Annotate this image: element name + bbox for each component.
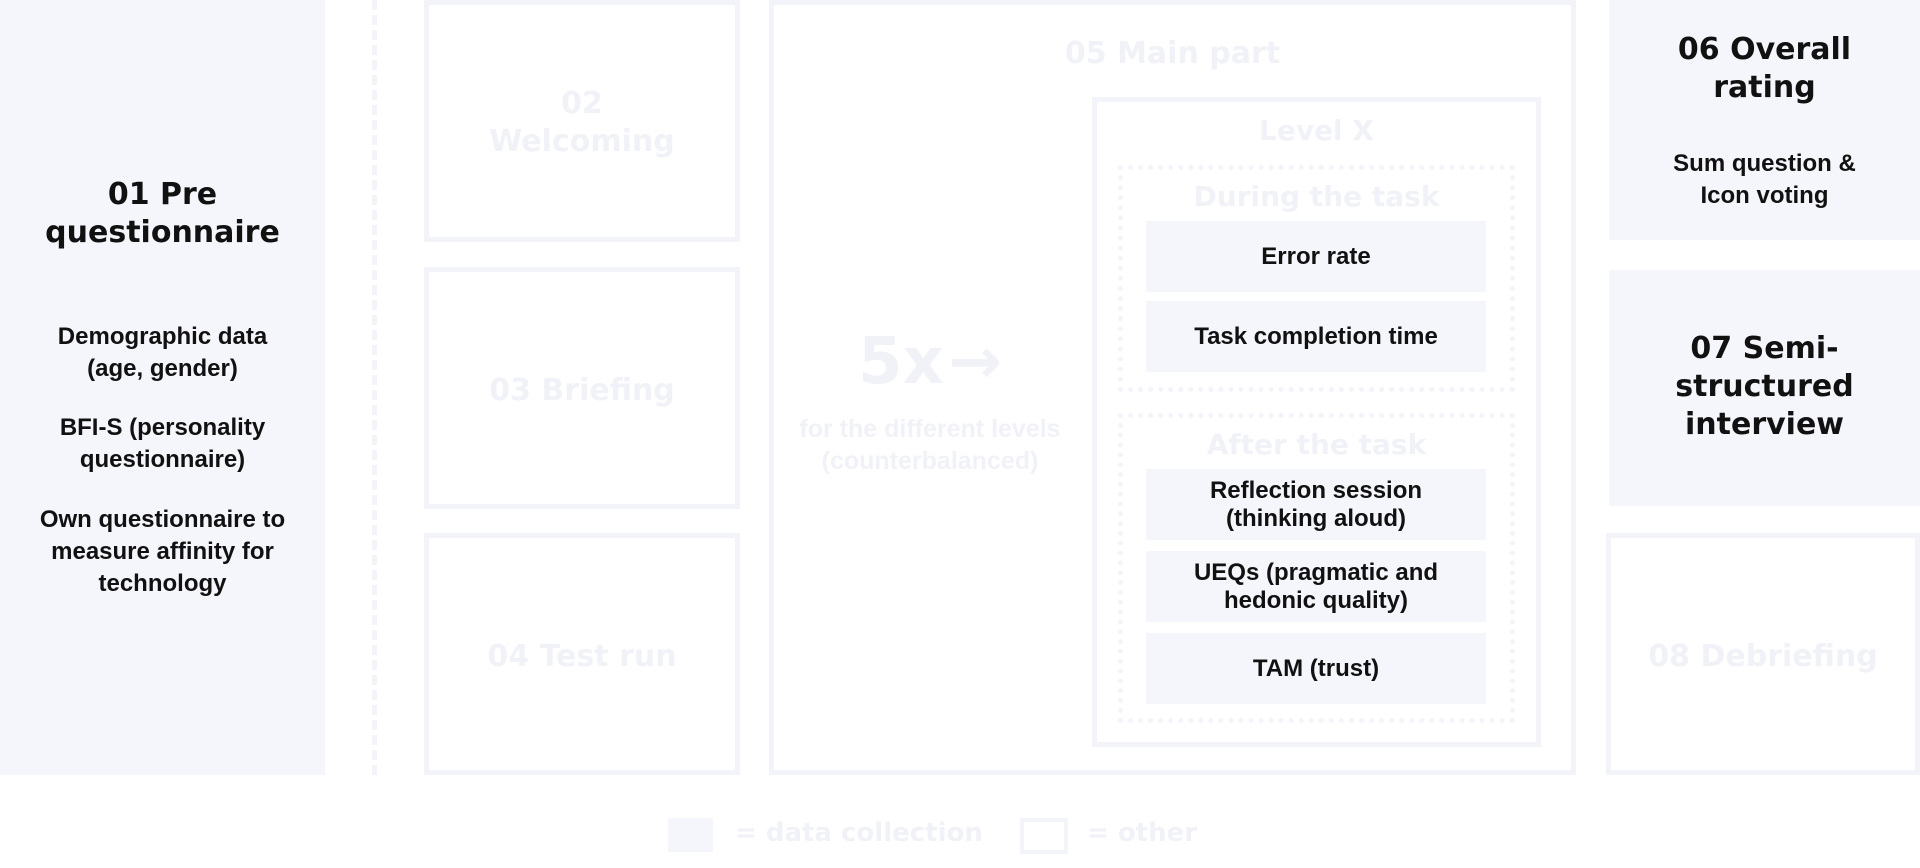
legend-label-data-collection: = data collection [735,818,983,848]
step-title: 06 Overall rating [1677,32,1852,105]
step-debriefing: 08 Debriefing [1606,533,1920,775]
metric-reflection-session: Reflection session (thinking aloud) [1146,469,1486,540]
step-item: BFI-S (personality questionnaire) [59,414,266,473]
legend-swatch-data-collection [668,818,713,852]
repeat-count: 5x [858,325,944,399]
after-task-group: After the task [1118,413,1515,723]
step-welcoming: 02 Welcoming [424,0,740,242]
arrow-right-icon: → [948,325,1002,399]
legend-swatch-other [1020,818,1068,854]
legend-label-other: = other [1087,818,1198,848]
repeat-note: for the different levels (counterbalance… [799,415,1061,475]
dashed-divider [372,0,377,775]
after-task-title: After the task [1206,428,1427,461]
step-title: 08 Debriefing [1648,639,1878,674]
step-overall-rating: 06 Overall rating Sum question & Icon vo… [1609,0,1920,240]
during-task-title: During the task [1193,180,1440,213]
step-item: Own questionnaire to measure affinity fo… [39,506,286,597]
step-title: 01 Pre questionnaire [45,177,280,250]
step-title: 03 Briefing [489,373,675,408]
step-item: Sum question & Icon voting [1673,150,1856,209]
level-title: Level X [1258,114,1374,147]
repeat-indicator: 5x → for the different levels (counterba… [775,325,1085,485]
during-task-group: During the task [1118,165,1515,392]
metric-error-rate: Error rate [1146,221,1486,292]
step-pre-questionnaire: 01 Pre questionnaire Demographic data (a… [0,0,325,775]
metric-ueqs: UEQs (pragmatic and hedonic quality) [1146,551,1486,622]
step-briefing: 03 Briefing [424,267,740,509]
step-title: 04 Test run [487,639,677,674]
metric-task-completion-time: Task completion time [1146,301,1486,372]
step-test-run: 04 Test run [424,533,740,775]
step-semi-structured-interview: 07 Semi-structured interview [1609,270,1920,506]
step-title: 05 Main part [1064,36,1281,71]
step-title: 02 Welcoming [489,86,675,159]
step-title: 07 Semi-structured interview [1675,331,1854,442]
step-item: Demographic data (age, gender) [57,323,268,382]
metric-tam: TAM (trust) [1146,633,1486,704]
